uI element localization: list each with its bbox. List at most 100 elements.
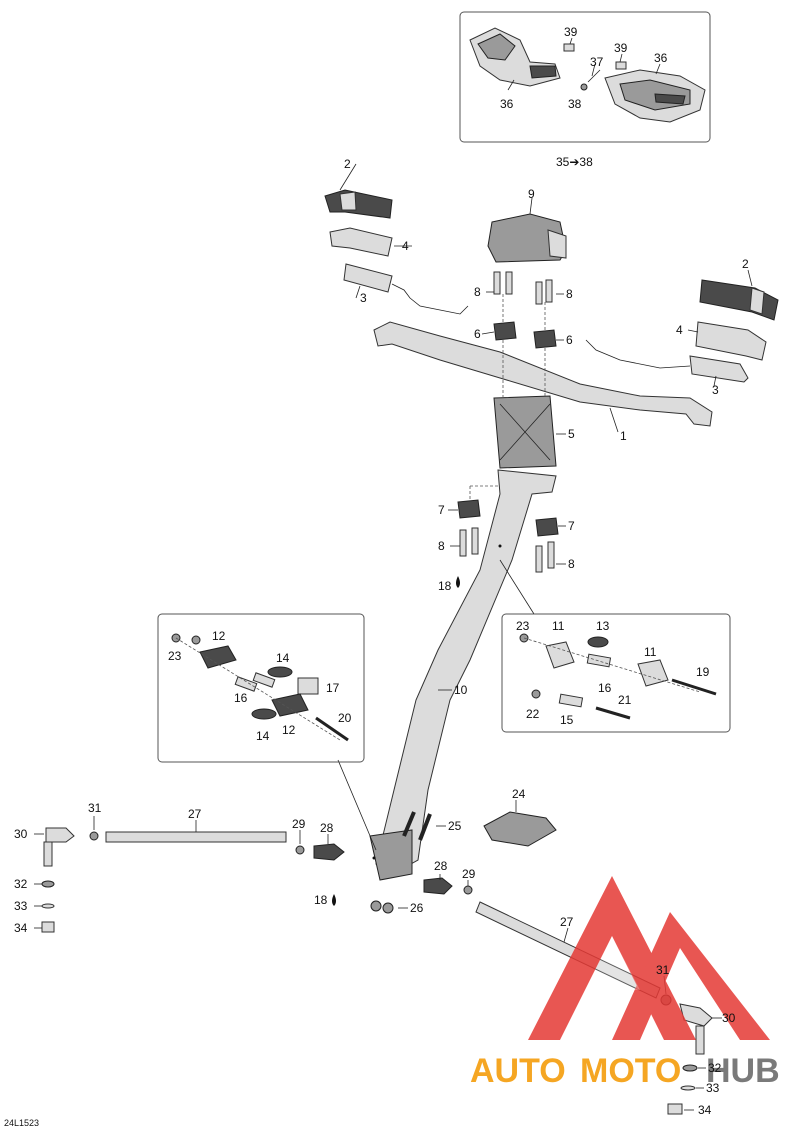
bolt-8-upper-right[interactable] bbox=[535, 279, 553, 305]
washer-32-right[interactable] bbox=[682, 1064, 698, 1072]
steering-column-10[interactable] bbox=[369, 469, 557, 881]
nut-34-right[interactable] bbox=[667, 1103, 683, 1115]
label-17: 17 bbox=[326, 681, 340, 695]
rod-end-28-left[interactable] bbox=[313, 843, 345, 861]
bushing-14-upper[interactable] bbox=[267, 666, 293, 678]
nut-38[interactable] bbox=[580, 83, 588, 91]
tube-16-left[interactable] bbox=[234, 672, 276, 692]
label-39-right: 39 bbox=[614, 41, 628, 55]
nut-22[interactable] bbox=[531, 689, 541, 699]
spacer-15[interactable] bbox=[558, 693, 584, 708]
handguard-right[interactable] bbox=[604, 69, 706, 123]
grip-2-right[interactable] bbox=[699, 279, 779, 321]
bracket-12-lower[interactable] bbox=[271, 693, 309, 717]
clamp-6-left[interactable] bbox=[493, 321, 517, 341]
label-11-left: 11 bbox=[552, 619, 565, 633]
bolt-19[interactable] bbox=[671, 678, 717, 696]
bolt-8-lower-left[interactable] bbox=[459, 527, 479, 557]
grip-4-right[interactable] bbox=[695, 321, 767, 361]
tube-16-right[interactable] bbox=[586, 653, 612, 668]
label-27-right: 27 bbox=[560, 915, 574, 929]
label-10: 10 bbox=[454, 683, 468, 697]
handlebar-pad-9[interactable] bbox=[487, 213, 567, 263]
handlebar-1[interactable] bbox=[373, 321, 713, 427]
inset-handguard-box bbox=[459, 11, 711, 143]
washer-33-right[interactable] bbox=[680, 1085, 696, 1091]
washer-32-left[interactable] bbox=[41, 880, 55, 888]
label-16-left: 16 bbox=[234, 691, 248, 705]
label-25: 25 bbox=[448, 819, 462, 833]
bushing-14-lower[interactable] bbox=[251, 708, 277, 720]
nut-23-left[interactable] bbox=[171, 633, 201, 645]
bolt-37[interactable] bbox=[587, 69, 601, 83]
watermark-text-auto: AUTO bbox=[470, 1052, 566, 1090]
bolt-8-lower-right[interactable] bbox=[535, 541, 555, 573]
bolt-8-upper-left[interactable] bbox=[493, 271, 513, 295]
label-5: 5 bbox=[568, 427, 575, 441]
nut-29-right[interactable] bbox=[463, 885, 473, 895]
label-38: 38 bbox=[568, 97, 582, 111]
label-16-right: 16 bbox=[598, 681, 612, 695]
label-12-upper: 12 bbox=[212, 629, 226, 643]
handguard-left[interactable] bbox=[469, 27, 561, 87]
label-20: 20 bbox=[338, 711, 352, 725]
label-7-right: 7 bbox=[568, 519, 575, 533]
bracket-12-upper[interactable] bbox=[199, 645, 237, 669]
inset-top-caption: 35➔38 bbox=[556, 155, 593, 169]
clamp-7-left[interactable] bbox=[457, 499, 481, 519]
label-32-left: 32 bbox=[14, 877, 28, 891]
bolt-39-left[interactable] bbox=[563, 43, 575, 52]
block-11-right[interactable] bbox=[637, 659, 669, 687]
nut-26[interactable] bbox=[370, 900, 394, 914]
throttle-lever-3-right[interactable] bbox=[585, 339, 749, 383]
loctite-drop-18-upper bbox=[456, 544, 502, 588]
diagram-ref-code: 24L1523 bbox=[4, 1118, 39, 1128]
label-2-right: 2 bbox=[742, 257, 749, 271]
label-30-left: 30 bbox=[14, 827, 28, 841]
label-18-upper: 18 bbox=[438, 579, 452, 593]
block-11-left[interactable] bbox=[545, 641, 575, 669]
nut-31-left[interactable] bbox=[89, 831, 99, 841]
label-28-left: 28 bbox=[320, 821, 334, 835]
spacer-17[interactable] bbox=[297, 677, 319, 695]
grip-2-left[interactable] bbox=[324, 189, 393, 219]
label-26: 26 bbox=[410, 901, 424, 915]
label-23-right: 23 bbox=[516, 619, 530, 633]
bolt-20[interactable] bbox=[315, 716, 349, 742]
clamp-6-right[interactable] bbox=[533, 329, 557, 349]
washer-33-left[interactable] bbox=[41, 903, 55, 909]
label-24: 24 bbox=[512, 787, 526, 801]
label-14-lower: 14 bbox=[256, 729, 270, 743]
label-2-left: 2 bbox=[344, 157, 351, 171]
label-6-left: 6 bbox=[474, 327, 481, 341]
tie-rod-end-30-left[interactable] bbox=[43, 827, 75, 867]
riser-5[interactable] bbox=[493, 395, 557, 469]
label-14-upper: 14 bbox=[276, 651, 290, 665]
nut-34-left[interactable] bbox=[41, 921, 55, 933]
bolt-25[interactable] bbox=[402, 811, 432, 841]
label-36-left: 36 bbox=[500, 97, 514, 111]
label-29-right: 29 bbox=[462, 867, 476, 881]
bushing-13[interactable] bbox=[587, 636, 609, 648]
label-8-lower-right: 8 bbox=[568, 557, 575, 571]
bolt-39-right[interactable] bbox=[615, 61, 627, 70]
label-7-left: 7 bbox=[438, 503, 445, 517]
clamp-7-right[interactable] bbox=[535, 517, 559, 537]
label-6-right: 6 bbox=[566, 333, 573, 347]
inset-right-box bbox=[501, 613, 731, 733]
watermark-logo bbox=[528, 876, 770, 1040]
label-39-left: 39 bbox=[564, 25, 578, 39]
bolt-21[interactable] bbox=[595, 706, 631, 720]
grip-4-left[interactable] bbox=[329, 227, 393, 257]
rod-end-28-right[interactable] bbox=[423, 877, 453, 895]
label-8-upper-left: 8 bbox=[474, 285, 481, 299]
label-22: 22 bbox=[526, 707, 540, 721]
label-15: 15 bbox=[560, 713, 574, 727]
nut-29-left[interactable] bbox=[295, 845, 305, 855]
label-33-left: 33 bbox=[14, 899, 28, 913]
label-23-left: 23 bbox=[168, 649, 182, 663]
cover-24[interactable] bbox=[483, 811, 557, 847]
label-30-right: 30 bbox=[722, 1011, 736, 1025]
throttle-lever-3-left[interactable] bbox=[343, 263, 469, 315]
tie-rod-27-left[interactable] bbox=[105, 831, 287, 843]
